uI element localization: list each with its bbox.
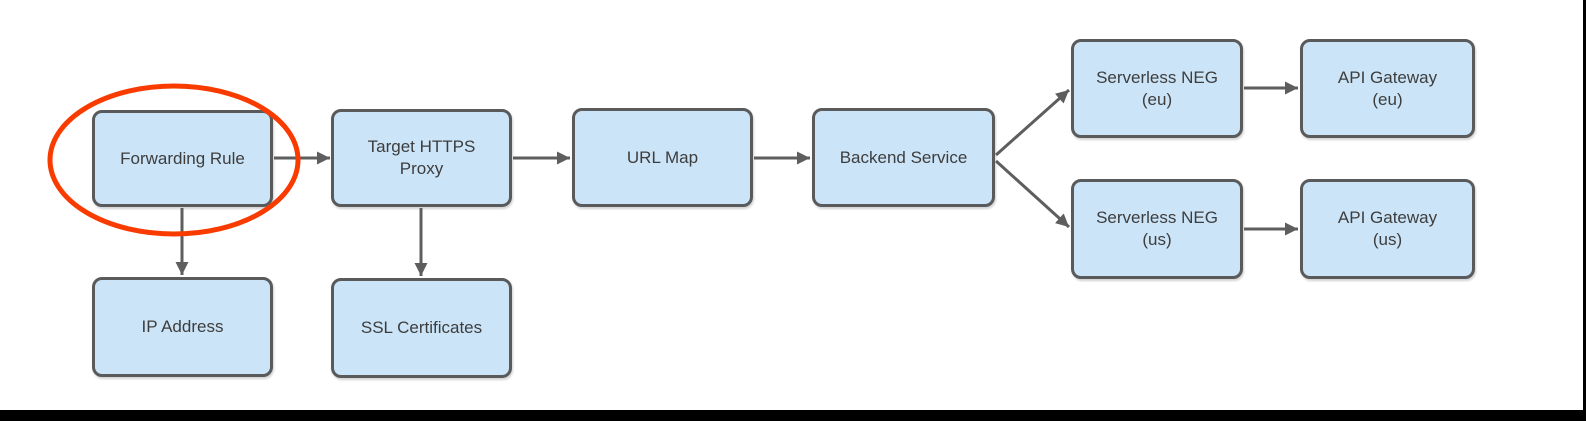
node-ssl-certificates-label: SSL Certificates <box>360 318 483 337</box>
node-serverless-neg-us-label: Serverless NEG (us) <box>1096 208 1218 249</box>
node-target-https-proxy-label: Target HTTPS Proxy <box>367 137 476 178</box>
node-backend-service: Backend Service <box>812 108 995 207</box>
node-serverless-neg-eu: Serverless NEG (eu) <box>1071 39 1243 138</box>
node-api-gateway-us-label: API Gateway (us) <box>1337 208 1438 249</box>
node-ip-address-label: IP Address <box>141 317 224 336</box>
connector-backend-service-to-serverless-neg-us <box>994 159 1071 229</box>
node-ip-address: IP Address <box>92 277 273 377</box>
window-frame-bottom <box>0 410 1586 421</box>
node-url-map-label: URL Map <box>626 147 699 167</box>
node-api-gateway-us: API Gateway (us) <box>1300 179 1475 279</box>
node-forwarding-rule: Forwarding Rule <box>92 110 273 207</box>
node-target-https-proxy: Target HTTPS Proxy <box>331 109 512 207</box>
node-serverless-neg-eu-label: Serverless NEG (eu) <box>1096 67 1218 109</box>
node-api-gateway-eu-label: API Gateway (eu) <box>1337 67 1438 109</box>
node-serverless-neg-us: Serverless NEG (us) <box>1071 179 1243 279</box>
node-ssl-certificates: SSL Certificates <box>331 278 512 378</box>
node-backend-service-label: Backend Service <box>839 147 968 167</box>
node-forwarding-rule-label: Forwarding Rule <box>120 148 245 168</box>
connector-backend-service-to-serverless-neg-eu <box>995 88 1070 157</box>
node-api-gateway-eu: API Gateway (eu) <box>1300 39 1475 138</box>
node-url-map: URL Map <box>572 108 753 207</box>
window-frame-right <box>1583 0 1586 421</box>
